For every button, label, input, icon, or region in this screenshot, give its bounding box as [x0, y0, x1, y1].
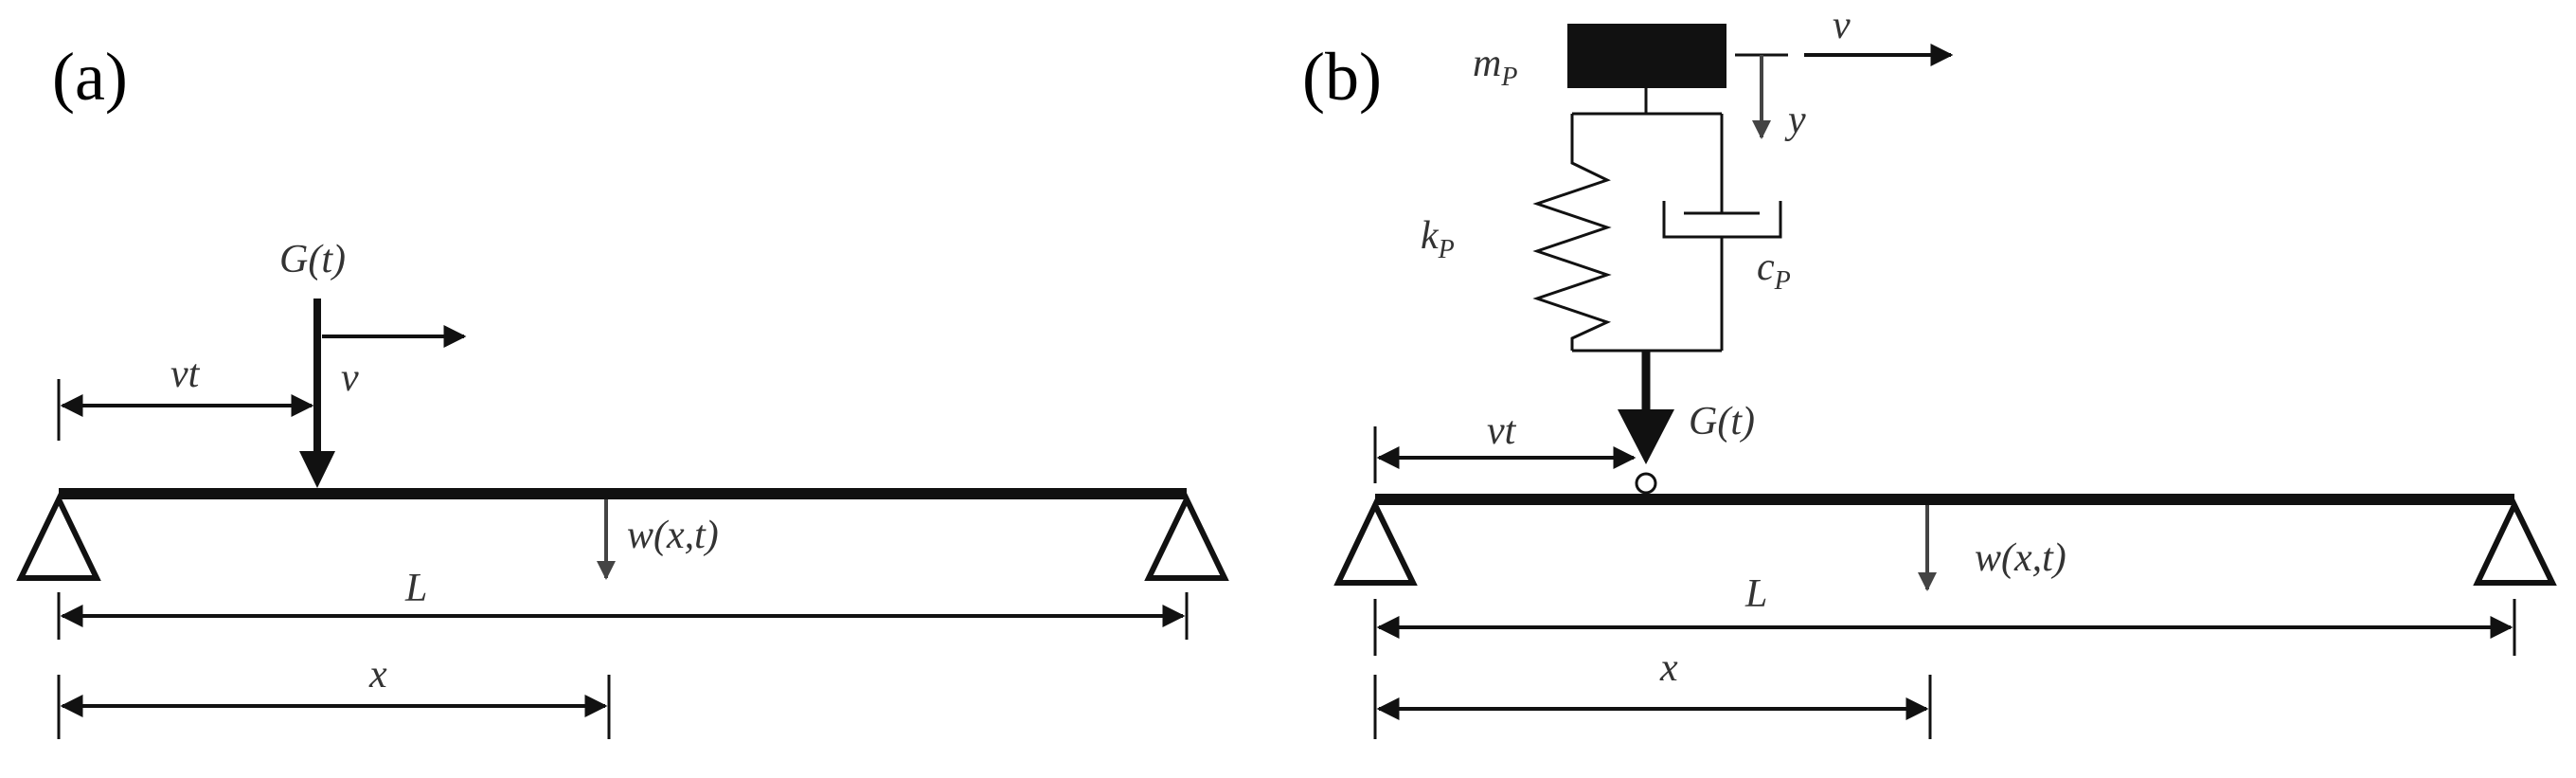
panel-a-label: (a) — [52, 39, 128, 115]
x-label-b: x — [1659, 646, 1678, 690]
panel-b: (b) mP y v kP cP G(t) — [1302, 4, 2557, 739]
spring-label: kP — [1421, 214, 1455, 264]
mass-label: mP — [1473, 42, 1517, 92]
contact-wheel — [1635, 472, 1657, 495]
load-label-b: G(t) — [1689, 400, 1755, 443]
deflection-label-a: w(x,t) — [627, 514, 719, 557]
left-support-a — [16, 493, 101, 581]
load-label-a: G(t) — [279, 238, 346, 281]
vt-label-b: vt — [1487, 409, 1517, 453]
right-support-a — [1144, 493, 1229, 581]
length-label-a: L — [404, 567, 427, 610]
mass-block — [1567, 24, 1726, 88]
right-support-b — [2473, 498, 2557, 586]
damper-label: cP — [1757, 245, 1791, 296]
velocity-label-b: v — [1833, 4, 1851, 47]
x-label-a: x — [368, 653, 387, 697]
panel-b-label: (b) — [1302, 39, 1382, 115]
load-arrow-head-a — [299, 451, 335, 488]
force-arrow-head-b — [1618, 409, 1674, 464]
left-support-b — [1333, 498, 1418, 586]
vt-label-a: vt — [170, 353, 201, 396]
velocity-label-a: v — [341, 356, 359, 400]
length-label-b: L — [1744, 572, 1767, 616]
displacement-label: y — [1784, 99, 1806, 142]
spring — [1532, 114, 1612, 351]
deflection-label-b: w(x,t) — [1975, 536, 2066, 580]
panel-a: (a) G(t) v vt w(x,t) L x — [16, 39, 1229, 739]
